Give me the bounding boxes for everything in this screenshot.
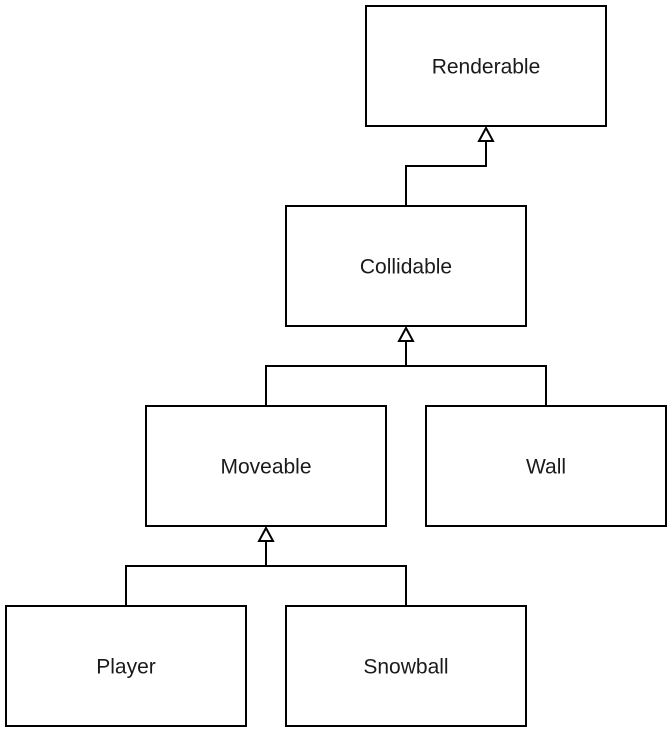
edge-moveable-to-collidable <box>265 340 407 406</box>
node-label-snowball: Snowball <box>363 656 448 679</box>
edge-collidable-to-renderable <box>405 140 487 206</box>
edge-snowball-to-moveable <box>266 565 407 606</box>
arrowheads <box>257 125 495 542</box>
node-renderable[interactable]: Renderable <box>365 5 607 127</box>
generalization-arrowhead-moveable <box>257 525 275 542</box>
node-wall[interactable]: Wall <box>425 405 667 527</box>
node-label-moveable: Moveable <box>220 456 311 479</box>
node-player[interactable]: Player <box>5 605 247 727</box>
node-snowball[interactable]: Snowball <box>285 605 527 727</box>
node-moveable[interactable]: Moveable <box>145 405 387 527</box>
generalization-arrowhead-collidable <box>397 325 415 342</box>
edges <box>125 140 547 606</box>
edge-wall-to-collidable <box>406 365 547 406</box>
node-label-wall: Wall <box>526 456 566 479</box>
node-label-collidable: Collidable <box>360 256 452 279</box>
generalization-arrowhead-renderable <box>477 125 495 142</box>
edge-player-to-moveable <box>125 540 267 606</box>
node-label-player: Player <box>96 656 156 679</box>
node-collidable[interactable]: Collidable <box>285 205 527 327</box>
node-label-renderable: Renderable <box>432 56 541 79</box>
